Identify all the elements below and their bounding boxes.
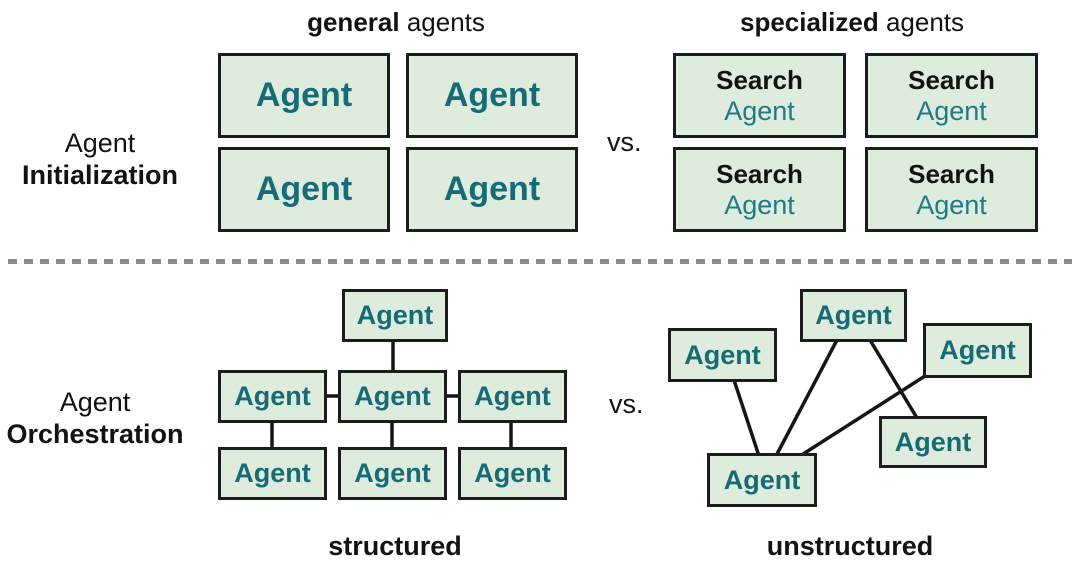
tree-node-label: Agent bbox=[234, 381, 311, 411]
general-title-bold: general bbox=[307, 7, 400, 37]
agent-box-label: Agent bbox=[255, 170, 353, 208]
agent-box-label: Agent bbox=[443, 76, 541, 114]
vs-label-initialization: vs. bbox=[607, 127, 642, 157]
network-node-bottom: Agent bbox=[707, 453, 817, 507]
search-agent-box: Search Agent bbox=[673, 53, 846, 138]
network-node-label: Agent bbox=[723, 464, 801, 495]
specialized-agents-title: specialized agents bbox=[702, 7, 1002, 38]
network-edge bbox=[732, 379, 761, 457]
initialization-label-line1: Agent bbox=[64, 128, 136, 158]
structured-label: structured bbox=[328, 531, 462, 561]
specialized-title-rest: agents bbox=[878, 7, 965, 37]
tree-node: Agent bbox=[338, 370, 447, 423]
network-edge bbox=[868, 339, 919, 419]
tree-node-root: Agent bbox=[342, 289, 448, 342]
tree-node-label: Agent bbox=[474, 381, 551, 411]
tree-node: Agent bbox=[458, 370, 567, 423]
initialization-section-label: Agent Initialization bbox=[10, 127, 190, 191]
general-title-rest: agents bbox=[399, 7, 485, 37]
agent-box: Agent bbox=[406, 53, 578, 138]
network-node-mid-right: Agent bbox=[879, 416, 987, 468]
network-edge bbox=[774, 339, 839, 457]
initialization-label-line2: Initialization bbox=[21, 160, 178, 190]
network-node-left: Agent bbox=[668, 328, 777, 382]
search-agent-box: Search Agent bbox=[865, 147, 1038, 232]
tree-node: Agent bbox=[458, 447, 567, 500]
tree-node-label: Agent bbox=[234, 458, 311, 488]
orchestration-label-line2: Orchestration bbox=[6, 419, 184, 449]
tree-node: Agent bbox=[338, 447, 447, 500]
search-agent-box-line1: Search bbox=[716, 64, 803, 95]
search-agent-box: Search Agent bbox=[673, 147, 846, 232]
agent-box: Agent bbox=[218, 147, 390, 232]
network-edge bbox=[799, 374, 926, 458]
search-agent-box-line2: Agent bbox=[916, 95, 987, 126]
agent-box-label: Agent bbox=[255, 76, 353, 114]
tree-node-label: Agent bbox=[354, 458, 431, 488]
search-agent-box-line2: Agent bbox=[724, 189, 795, 220]
search-agent-box: Search Agent bbox=[865, 53, 1038, 138]
search-agent-box-line2: Agent bbox=[916, 189, 987, 220]
tree-node: Agent bbox=[218, 370, 327, 423]
network-node-right: Agent bbox=[923, 323, 1032, 378]
unstructured-label: unstructured bbox=[766, 531, 934, 561]
network-node-label: Agent bbox=[939, 335, 1016, 365]
specialized-title-bold: specialized bbox=[739, 7, 879, 37]
orchestration-label-line1: Agent bbox=[59, 387, 131, 417]
network-node-top: Agent bbox=[800, 289, 907, 342]
search-agent-box-line1: Search bbox=[908, 64, 995, 95]
general-agents-title: general agents bbox=[246, 7, 546, 38]
orchestration-section-label: Agent Orchestration bbox=[5, 386, 185, 450]
section-divider bbox=[8, 259, 1072, 264]
search-agent-box-line1: Search bbox=[716, 158, 803, 189]
tree-node-label: Agent bbox=[354, 381, 431, 411]
search-agent-box-line1: Search bbox=[908, 158, 995, 189]
vs-label-orchestration: vs. bbox=[609, 389, 644, 419]
network-node-label: Agent bbox=[684, 339, 761, 370]
tree-node-label: Agent bbox=[356, 300, 434, 330]
network-node-label: Agent bbox=[815, 300, 892, 330]
network-node-label: Agent bbox=[894, 426, 972, 457]
tree-node-label: Agent bbox=[474, 458, 551, 488]
agent-box-label: Agent bbox=[443, 170, 541, 208]
search-agent-box-line2: Agent bbox=[724, 95, 795, 126]
agent-box: Agent bbox=[218, 53, 390, 138]
agent-box: Agent bbox=[406, 147, 578, 232]
tree-node: Agent bbox=[218, 447, 327, 500]
